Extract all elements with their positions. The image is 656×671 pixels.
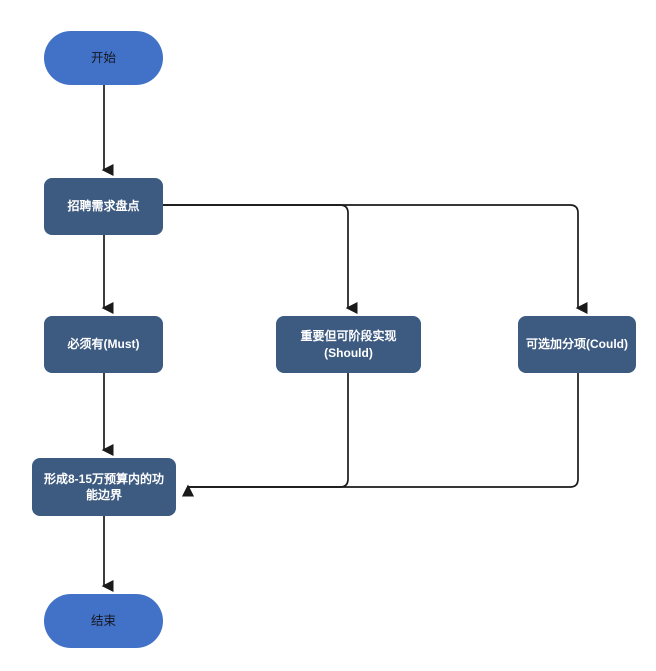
flow-node-could-label: 可选加分项(Could): [526, 337, 628, 352]
flow-node-end-label: 结束: [90, 613, 116, 628]
flow-node-must[interactable]: 必须有(Must): [44, 316, 163, 373]
flow-node-boundary[interactable]: 形成8-15万预算内的功能边界: [32, 458, 176, 516]
flow-node-start-label: 开始: [90, 50, 116, 65]
edge-intake-to-should: [163, 204, 358, 314]
flow-node-should[interactable]: 重要但可阶段实现(Should): [276, 316, 421, 373]
edge-should-to-boundary: [182, 373, 349, 497]
flow-node-could[interactable]: 可选加分项(Could): [518, 316, 636, 373]
flow-node-intake-label: 招聘需求盘点: [67, 199, 140, 214]
flow-node-intake[interactable]: 招聘需求盘点: [44, 178, 163, 235]
flow-node-boundary-label: 形成8-15万预算内的功能边界: [43, 471, 165, 502]
edge-intake-to-could: [163, 204, 588, 314]
flow-node-start[interactable]: 开始: [44, 31, 163, 85]
flow-node-must-label: 必须有(Must): [67, 337, 140, 352]
flow-node-should-label: 重要但可阶段实现(Should): [300, 329, 397, 360]
flow-node-end[interactable]: 结束: [44, 594, 163, 648]
edge-could-to-boundary: [182, 373, 579, 497]
